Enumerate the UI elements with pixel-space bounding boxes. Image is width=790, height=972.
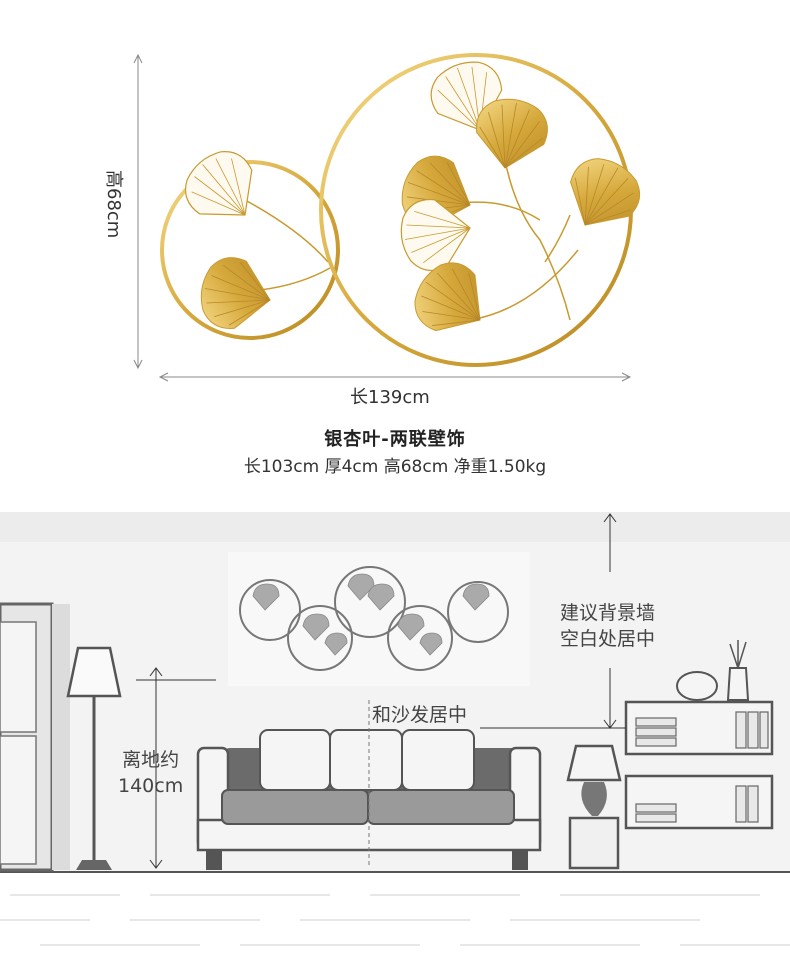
ginkgo-leaf-icon <box>553 146 651 244</box>
sofa <box>196 729 542 870</box>
table-lamp <box>566 744 622 870</box>
height-label: 高68cm <box>103 170 124 239</box>
length-dimension-line <box>158 372 632 382</box>
height-line-2: 140cm <box>118 775 184 797</box>
advice-line-2: 空白处居中 <box>560 628 656 650</box>
height-dimension-line <box>133 53 143 370</box>
height-annotation-line <box>136 667 216 869</box>
advice-annotation-line <box>480 513 626 729</box>
ginkgo-leaf-icon <box>195 252 277 336</box>
floor-lamp <box>66 646 122 870</box>
length-label: 长139cm <box>350 387 430 408</box>
height-text: 离地约 140cm <box>118 747 183 799</box>
wall-art-preview <box>228 552 530 686</box>
room-scene <box>0 512 790 946</box>
advice-line-1: 建议背景墙 <box>560 602 656 624</box>
small-gold-ring <box>160 138 340 340</box>
product-title: 银杏叶-两联壁饰 <box>324 429 466 450</box>
center-label: 和沙发居中 <box>372 704 468 726</box>
door <box>0 602 70 872</box>
product-specs: 长103cm 厚4cm 高68cm 净重1.50kg <box>243 457 547 477</box>
advice-text: 建议背景墙 空白处居中 <box>560 600 655 652</box>
wall-shelf <box>624 640 774 830</box>
height-line-1: 离地约 <box>122 749 180 771</box>
large-gold-ring <box>319 52 651 367</box>
ginkgo-leaf-icon <box>172 138 273 239</box>
